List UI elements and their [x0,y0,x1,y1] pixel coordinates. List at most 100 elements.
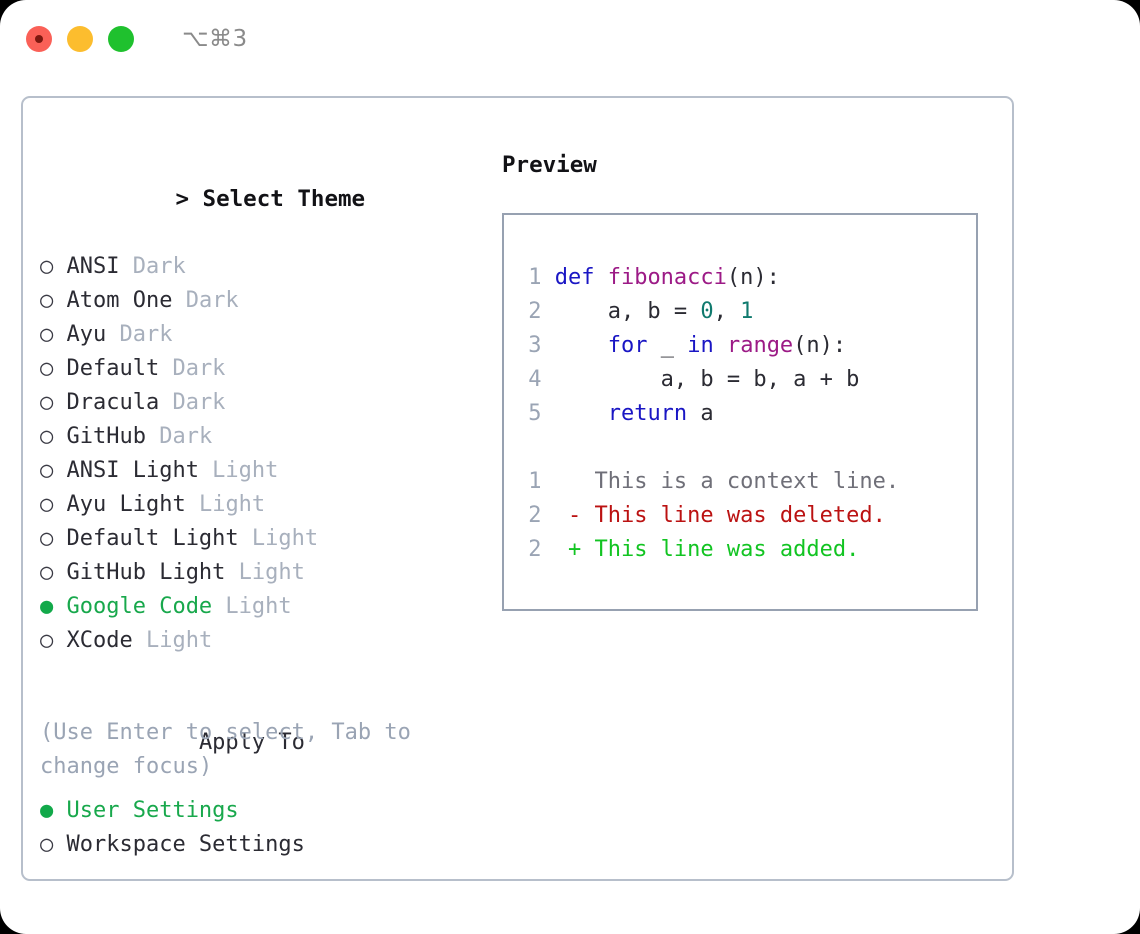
theme-name: Default [66,356,160,381]
theme-list-item[interactable]: ○ ANSI Dark [40,250,480,284]
theme-category: Light [198,458,279,483]
code-token: range [726,333,794,358]
theme-name: ANSI [66,254,120,279]
theme-list-item[interactable]: ○ GitHub Light Light [40,556,480,590]
apply-to-label: Workspace Settings [66,832,305,857]
theme-name: Dracula [66,390,160,415]
theme-category: Dark [145,424,213,449]
apply-to-heading: Apply To [40,692,480,794]
preview-gap [515,431,976,465]
theme-category: Light [185,492,266,517]
theme-category: Light [225,560,305,585]
code-token: a, b = b, a + b [554,367,860,392]
theme-list-item[interactable]: ○ Dracula Dark [40,386,480,420]
code-token: _ [647,333,688,358]
theme-name: XCode [66,628,133,653]
theme-category: Dark [159,390,226,415]
code-line: 4 a, b = b, a + b [515,363,976,397]
radio-unselected-icon: ○ [40,628,54,653]
code-token: (n): [726,265,780,290]
code-token [555,401,608,426]
theme-list-item[interactable]: ○ANSI Light Light [40,454,480,488]
radio-unselected-icon: ○ [40,322,54,347]
code-line: 5 return a [515,397,976,431]
line-number: 2 [528,503,542,528]
radio-unselected-icon: ○ [40,492,54,517]
code-line: 3 for _ in range(n): [515,329,976,363]
diff-line-text: + This line was added. [554,537,860,562]
diff-line-text: - This line was deleted. [554,503,886,528]
line-number: 5 [528,401,542,426]
maximize-button[interactable] [108,26,134,52]
theme-list-item[interactable]: ○ Atom One Dark [40,284,480,318]
close-icon [35,35,43,43]
code-token [555,333,608,358]
apply-to-item[interactable]: ○ Workspace Settings [40,828,480,862]
theme-name: GitHub Light [66,560,226,585]
minimize-button[interactable] [67,26,93,52]
line-number: 1 [528,469,542,494]
code-token: return [607,401,688,426]
theme-list-item[interactable]: ○ Default Dark [40,352,480,386]
theme-name: Atom One [66,288,173,313]
line-number: 1 [528,265,542,290]
radio-selected-icon: ● [40,798,54,823]
radio-unselected-icon: ○ [40,832,54,857]
code-token: a, b = [554,299,701,324]
keyboard-shortcut-label: ⌥⌘3 [182,25,248,52]
code-token: a [687,401,714,426]
code-line: 2 a, b = 0, 1 [515,295,976,329]
preview-title: Preview [502,152,597,178]
radio-unselected-icon: ○ [40,288,54,313]
code-token [714,333,727,358]
theme-list-item[interactable]: ○ XCode Light [40,624,480,658]
radio-unselected-icon: ○ [40,254,54,279]
theme-picker-pane: >Select Theme ○ANSI Dark○Atom One Dark○A… [40,148,480,862]
theme-list-item[interactable]: ○Ayu Dark [40,318,480,352]
code-token: fibonacci [607,265,727,290]
radio-unselected-icon: ○ [40,390,54,415]
close-button[interactable] [26,26,52,52]
radio-unselected-icon: ○ [40,526,54,551]
theme-list-item[interactable]: ●Google Code Light [40,590,480,624]
theme-category: Dark [159,356,226,381]
code-token: 1 [740,299,754,324]
theme-category: Dark [172,288,239,313]
theme-name: Google Code [66,594,213,619]
theme-settings-card: >Select Theme ○ANSI Dark○Atom One Dark○A… [21,96,1014,881]
code-token: for [607,333,648,358]
radio-unselected-icon: ○ [40,560,54,585]
radio-unselected-icon: ○ [40,424,54,449]
diff-line: 2 + This line was added. [515,533,976,567]
apply-to-list: ● User Settings ○ Workspace Settings [40,794,480,862]
code-token: , [713,299,741,324]
title-bar: ⌥⌘3 [0,0,1140,78]
diff-line: 1 This is a context line. [515,465,976,499]
theme-picker-heading-label: Select Theme [202,186,366,212]
line-number: 2 [528,299,542,324]
theme-list-item[interactable]: ○Default Light Light [40,522,480,556]
apply-to-label: User Settings [66,798,239,823]
theme-list-item[interactable]: ○ Ayu Light Light [40,488,480,522]
apply-to-item[interactable]: ● User Settings [40,794,480,828]
diff-line: 2 - This line was deleted. [515,499,976,533]
theme-category: Light [132,628,213,653]
theme-category: Dark [119,254,186,279]
radio-unselected-icon: ○ [40,458,54,483]
theme-list: ○ANSI Dark○Atom One Dark○Ayu Dark○Defaul… [40,250,480,658]
code-token: (n): [793,333,847,358]
apply-to-heading-label: Apply To [198,730,305,755]
theme-category: Light [238,526,319,551]
radio-unselected-icon: ○ [40,356,54,381]
theme-name: GitHub [66,424,146,449]
theme-list-item[interactable]: ○ GitHub Dark [40,420,480,454]
section-spacer [40,658,480,692]
diff-sample: 1 This is a context line.2 - This line w… [515,465,976,567]
theme-category: Dark [106,322,173,347]
code-token: in [687,333,714,358]
theme-name: Ayu Light [66,492,186,517]
